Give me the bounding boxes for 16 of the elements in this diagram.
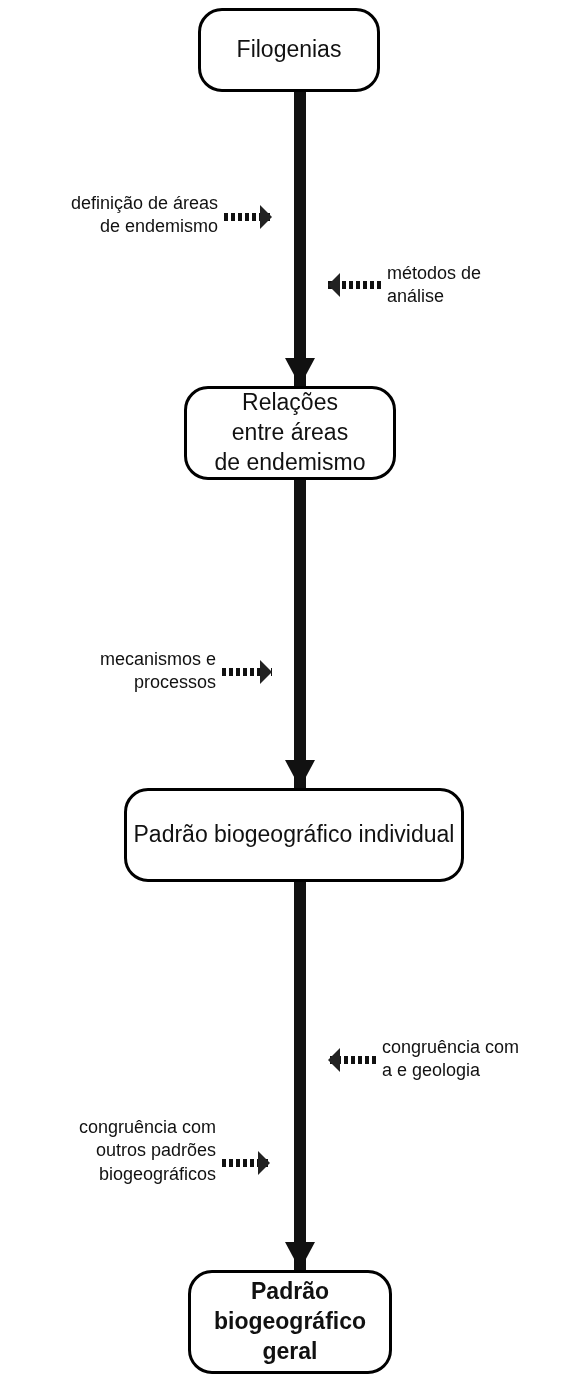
process-box bbox=[184, 386, 396, 480]
box-text: Padrão biogeográfico individual bbox=[133, 820, 455, 850]
side-note: mecanismos e processos bbox=[92, 648, 216, 695]
box-text: Filogenias bbox=[236, 35, 342, 65]
arrow bbox=[285, 480, 315, 788]
arrow bbox=[285, 92, 315, 386]
arrow bbox=[285, 882, 315, 1270]
side-note: congruência com outros padrões biogeográficos bbox=[56, 1116, 216, 1187]
box-text: Padrão biogeográfico geral bbox=[212, 1277, 368, 1366]
process-box bbox=[188, 1270, 392, 1374]
box-text: Relações entre áreas de endemismo bbox=[213, 388, 367, 477]
side-note: métodos de análise bbox=[387, 262, 495, 309]
side-note: congruência com a e geologia bbox=[382, 1036, 522, 1083]
process-box bbox=[124, 788, 464, 882]
side-note: definição de áreas de endemismo bbox=[58, 192, 218, 239]
process-box bbox=[198, 8, 380, 92]
